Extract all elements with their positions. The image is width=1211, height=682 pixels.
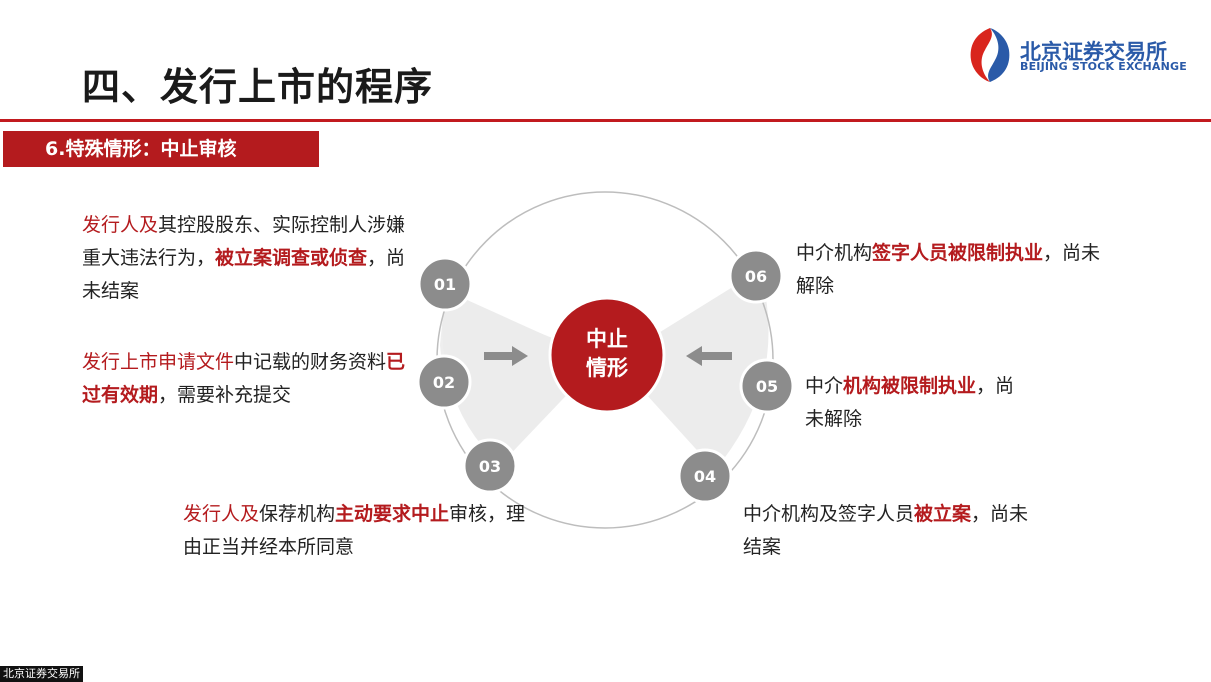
node-01-label: 01 [434, 275, 456, 294]
item-04-text: 中介机构及签字人员被立案，尚未结案 [743, 498, 1033, 564]
section-subtitle: 6.特殊情形：中止审核 [3, 131, 319, 167]
item-05-text: 中介机构被限制执业，尚未解除 [805, 370, 1030, 436]
header-divider [0, 119, 1211, 122]
item-03-part-b: 保荐机构 [259, 503, 336, 525]
node-05-label: 05 [756, 377, 778, 396]
footer-watermark: 北京证券交易所 [0, 666, 83, 682]
page-title: 四、发行上市的程序 [82, 65, 434, 109]
item-01-part-d: ，尚未结案 [82, 247, 406, 302]
exchange-logo: 北京证券交易所 BEIJING STOCK EXCHANGE [965, 24, 1187, 84]
item-05-part-c: ，尚未解除 [805, 375, 1015, 430]
item-03-part-d: 审核，理由正当并经本所同意 [183, 503, 526, 558]
right-wing [615, 270, 769, 470]
node-03: 03 [462, 438, 518, 494]
item-04-part-a: 中介机构及签字人员 [743, 503, 915, 525]
node-06-label: 06 [745, 267, 767, 286]
center-label-2: 情形 [586, 356, 628, 380]
item-04-part-b: 被立案 [914, 503, 972, 525]
item-02-part-a: 发行上市申请文件 [82, 351, 235, 373]
item-03-text: 发行人及保荐机构主动要求中止审核，理由正当并经本所同意 [183, 498, 535, 564]
logo-en-text: BEIJING STOCK EXCHANGE [1020, 60, 1187, 73]
node-06: 06 [728, 248, 784, 304]
item-03-part-a: 发行人及 [183, 503, 260, 525]
item-01-text: 发行人及其控股股东、实际控制人涉嫌重大违法行为，被立案调查或侦查，尚未结案 [82, 209, 412, 308]
item-02-part-d: ，需要补充提交 [158, 384, 292, 406]
left-wing [442, 290, 600, 465]
center-label-1: 中止 [586, 327, 628, 351]
item-01-part-a: 发行人及 [82, 214, 159, 236]
item-01-part-b: 其控股股东、实际控制人涉嫌重大违法行为， [82, 214, 406, 269]
node-05: 05 [739, 358, 795, 414]
item-02-part-c: 已过有效期 [82, 351, 406, 406]
item-01-part-c: 被立案调查或侦查 [215, 247, 368, 269]
item-04-part-c: ，尚未结案 [743, 503, 1029, 558]
item-02-part-b: 中记载的财务资料 [234, 351, 387, 373]
node-02-label: 02 [433, 373, 455, 392]
item-02-text: 发行上市申请文件中记载的财务资料已过有效期，需要补充提交 [82, 346, 412, 412]
center-circle [548, 296, 666, 414]
right-arrow-icon [484, 346, 528, 366]
node-02: 02 [416, 354, 472, 410]
left-arrow-icon [686, 346, 732, 366]
item-05-part-b: 机构被限制执业 [843, 375, 977, 397]
item-06-text: 中介机构签字人员被限制执业，尚未解除 [796, 237, 1101, 303]
node-03-label: 03 [479, 457, 501, 476]
item-05-part-a: 中介 [805, 375, 844, 397]
item-06-part-c: ，尚未解除 [796, 242, 1101, 297]
item-06-part-a: 中介机构 [796, 242, 873, 264]
item-03-part-c: 主动要求中止 [335, 503, 450, 525]
item-06-part-b: 签字人员被限制执业 [872, 242, 1044, 264]
node-04-label: 04 [694, 467, 716, 486]
node-01: 01 [417, 256, 473, 312]
logo-cn-text: 北京证券交易所 [1020, 40, 1167, 64]
bse-emblem-icon [970, 28, 1010, 82]
node-04: 04 [677, 448, 733, 504]
